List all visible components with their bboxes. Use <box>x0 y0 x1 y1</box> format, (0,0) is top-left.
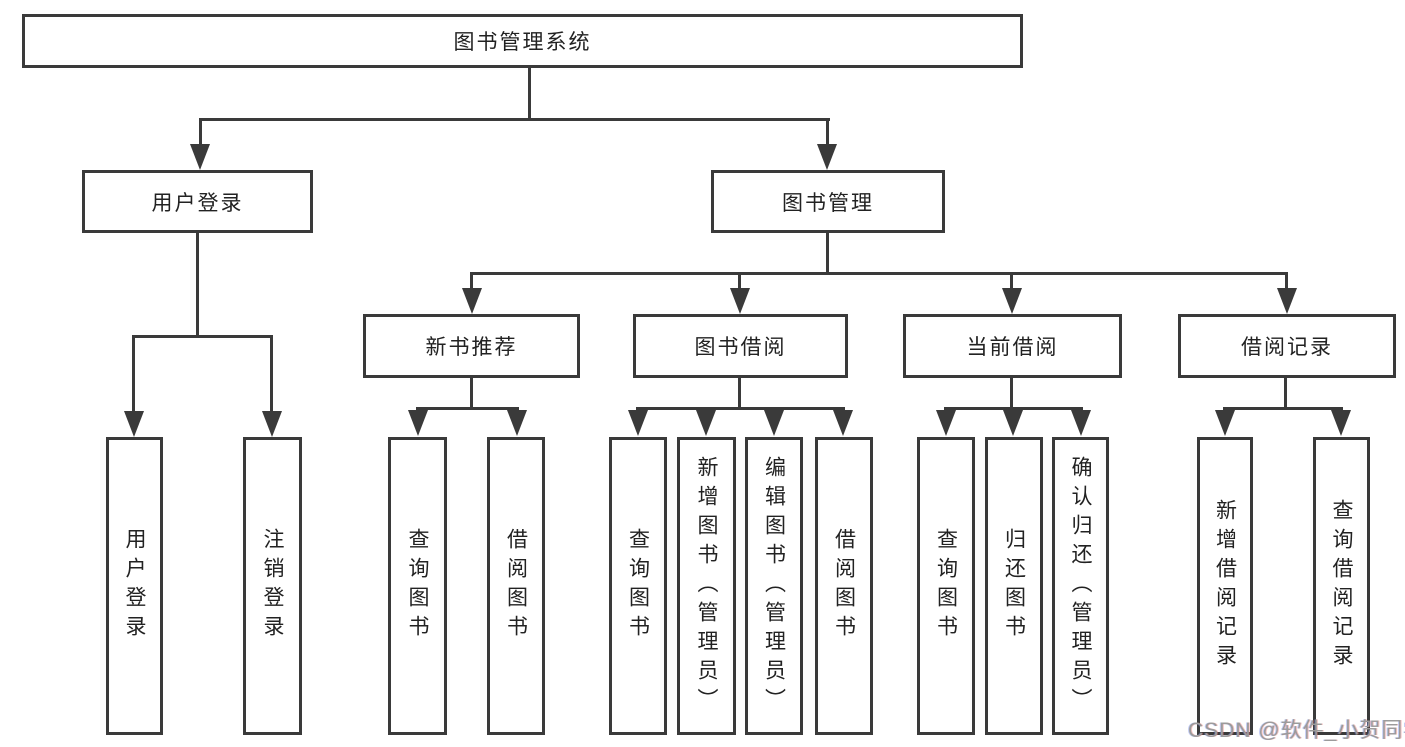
node-root-label: 图书管理系统 <box>453 31 592 54</box>
arrowhead-down-icon <box>817 144 837 170</box>
arrowhead-down-icon <box>1003 410 1023 436</box>
arrowhead-down-icon <box>462 288 482 314</box>
node-borrow-records: 借阅记录 <box>1178 314 1396 378</box>
arrowhead-down-icon <box>764 410 784 436</box>
leaf-user-login-label: 用户登录 <box>123 528 146 644</box>
connector-vline <box>199 118 202 146</box>
leaf-add-borrow-record: 新增借阅记录 <box>1197 437 1253 735</box>
connector-hline <box>1223 407 1343 410</box>
leaf-add-book-admin-label: 新增图书（管理员） <box>695 455 718 717</box>
arrowhead-down-icon <box>262 411 282 437</box>
node-book-management-label: 图书管理 <box>782 191 874 215</box>
arrowhead-down-icon <box>190 144 210 170</box>
leaf-add-book-admin: 新增图书（管理员） <box>677 437 736 735</box>
connector-vline <box>1284 378 1287 407</box>
connector-vline <box>1285 272 1288 290</box>
connector-vline <box>132 335 135 413</box>
arrowhead-down-icon <box>124 411 144 437</box>
connector-hline <box>132 335 273 338</box>
arrowhead-down-icon <box>1277 288 1297 314</box>
arrowhead-down-icon <box>1331 410 1351 436</box>
leaf-borrow-books-borrow-label: 借阅图书 <box>832 528 856 644</box>
arrowhead-down-icon <box>936 410 956 436</box>
arrowhead-down-icon <box>1002 288 1022 314</box>
leaf-query-books-recommend: 查询图书 <box>388 437 447 735</box>
node-current-borrow: 当前借阅 <box>903 314 1122 378</box>
leaf-edit-book-admin: 编辑图书（管理员） <box>745 437 803 735</box>
arrowhead-down-icon <box>1215 410 1235 436</box>
leaf-query-books-borrow: 查询图书 <box>609 437 667 735</box>
leaf-borrow-books-borrow: 借阅图书 <box>815 437 873 735</box>
leaf-user-login: 用户登录 <box>106 437 163 735</box>
leaf-add-borrow-record-label: 新增借阅记录 <box>1213 499 1237 673</box>
connector-vline <box>826 118 829 146</box>
node-user-login: 用户登录 <box>82 170 313 233</box>
connector-vline <box>528 68 531 118</box>
leaf-query-borrow-record-label: 查询借阅记录 <box>1330 499 1353 673</box>
connector-vline <box>826 233 829 272</box>
connector-vline <box>270 335 273 413</box>
arrowhead-down-icon <box>1071 410 1091 436</box>
connector-vline <box>738 272 741 290</box>
connector-hline <box>199 118 830 121</box>
leaf-query-books-current: 查询图书 <box>917 437 975 735</box>
arrowhead-down-icon <box>408 410 428 436</box>
arrowhead-down-icon <box>628 410 648 436</box>
leaf-logout-label: 注销登录 <box>261 528 284 644</box>
connector-vline <box>196 233 199 335</box>
connector-vline <box>470 272 473 290</box>
node-root: 图书管理系统 <box>22 14 1023 68</box>
connector-hline <box>944 407 1083 410</box>
leaf-query-borrow-record: 查询借阅记录 <box>1313 437 1370 735</box>
leaf-confirm-return-admin: 确认归还（管理员） <box>1052 437 1109 735</box>
connector-vline <box>738 378 741 407</box>
node-new-book-recommend-label: 新书推荐 <box>425 336 518 359</box>
leaf-return-book-label: 归还图书 <box>1002 528 1026 644</box>
connector-hline <box>416 407 519 410</box>
leaf-borrow-books-recommend: 借阅图书 <box>487 437 545 735</box>
node-new-book-recommend: 新书推荐 <box>363 314 580 378</box>
node-current-borrow-label: 当前借阅 <box>966 336 1059 359</box>
arrowhead-down-icon <box>507 410 527 436</box>
leaf-query-books-borrow-label: 查询图书 <box>626 528 650 644</box>
node-book-management: 图书管理 <box>711 170 945 233</box>
node-book-borrow: 图书借阅 <box>633 314 848 378</box>
leaf-logout: 注销登录 <box>243 437 302 735</box>
connector-vline <box>1010 272 1013 290</box>
node-book-borrow-label: 图书借阅 <box>694 336 787 359</box>
leaf-query-books-current-label: 查询图书 <box>934 528 958 644</box>
arrowhead-down-icon <box>730 288 750 314</box>
arrowhead-down-icon <box>696 410 716 436</box>
connector-hline <box>470 272 1288 275</box>
leaf-confirm-return-admin-label: 确认归还（管理员） <box>1069 455 1092 717</box>
arrowhead-down-icon <box>833 410 853 436</box>
watermark-text: CSDN @软件_小贺同学 <box>1188 719 1405 742</box>
node-borrow-records-label: 借阅记录 <box>1241 336 1333 359</box>
leaf-query-books-recommend-label: 查询图书 <box>406 528 429 644</box>
connector-vline <box>470 378 473 407</box>
leaf-borrow-books-recommend-label: 借阅图书 <box>504 528 528 644</box>
leaf-edit-book-admin-label: 编辑图书（管理员） <box>762 455 786 717</box>
leaf-return-book: 归还图书 <box>985 437 1043 735</box>
connector-vline <box>1010 378 1013 407</box>
node-user-login-label: 用户登录 <box>151 191 244 215</box>
connector-hline <box>636 407 845 410</box>
